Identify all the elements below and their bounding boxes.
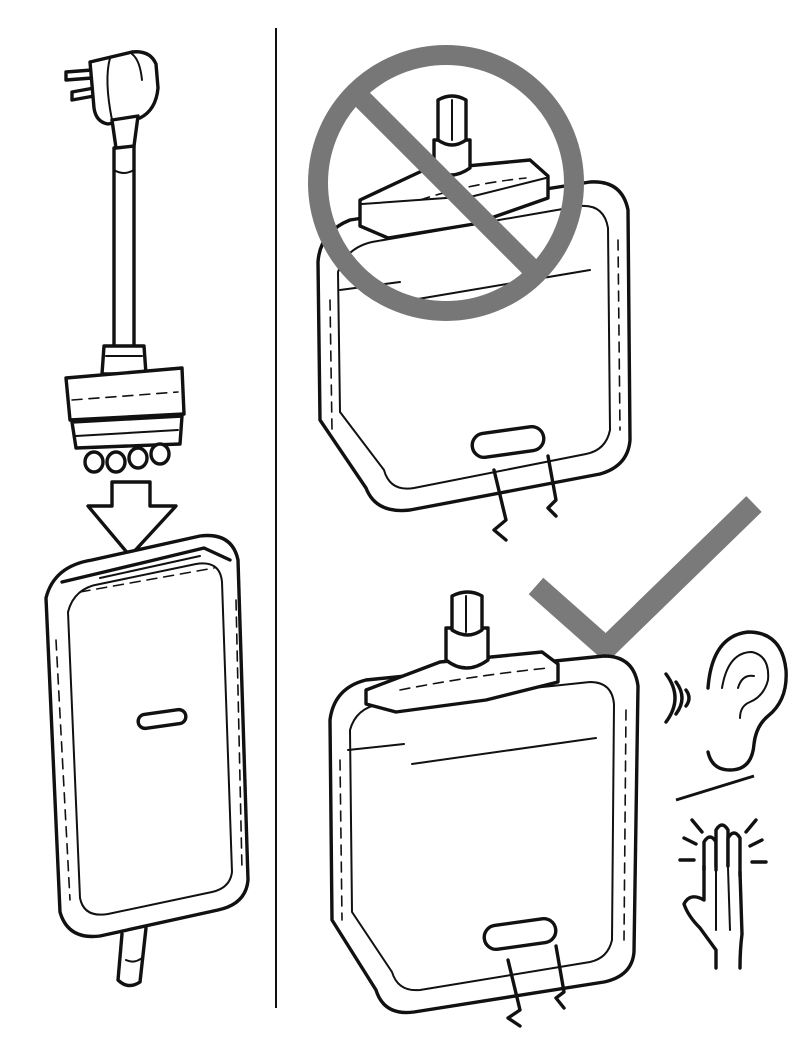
separator-line xyxy=(675,774,755,802)
ear-sound-icon xyxy=(664,630,788,772)
prohibited-icon xyxy=(308,45,584,321)
charger-correctly-seated-icon xyxy=(328,590,640,1028)
down-arrow-icon xyxy=(86,480,178,558)
check-mark-icon xyxy=(528,496,762,664)
charger-base-icon xyxy=(44,533,250,988)
hand-click-icon xyxy=(678,818,768,970)
power-plug-icon xyxy=(64,50,186,474)
